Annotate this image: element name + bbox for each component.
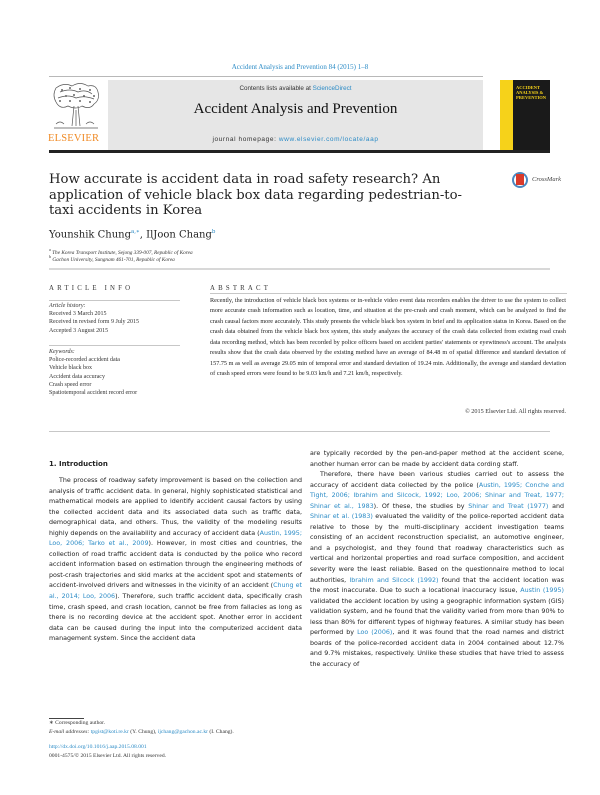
citation-link[interactable]: Chung et al., 2014; Loo, 2006 xyxy=(49,582,302,601)
citation-link[interactable]: Loo (2006) xyxy=(357,629,393,637)
abstract-bottom-rule xyxy=(49,431,550,432)
paragraph-text: validated the accident location by using… xyxy=(310,597,564,637)
article-history: Article history: Received 3 March 2015 R… xyxy=(49,302,189,335)
keywords-label: Keywords: xyxy=(49,349,75,355)
email-label: E-mail addresses: xyxy=(49,728,91,735)
crossmark-button[interactable]: CrossMark xyxy=(512,172,572,192)
homepage-prefix: journal homepage: xyxy=(212,136,279,143)
email-owner: (Y. Chung), xyxy=(128,728,158,735)
citation-link[interactable]: Shinar et al. (1983) xyxy=(310,513,373,521)
body-column-right: are typically recorded by the pen-and-pa… xyxy=(310,449,564,670)
elsevier-tree-logo-icon xyxy=(50,80,102,150)
affiliation: b Gachon University, Sungnam 461-701, Re… xyxy=(49,254,175,263)
doi-block: http://dx.doi.org/10.1016/j.aap.2015.08.… xyxy=(49,743,166,760)
keywords-block: Keywords: Police-recorded accident data … xyxy=(49,348,199,397)
history-label: Article history: xyxy=(49,303,86,309)
citation-link[interactable]: Austin, 1995; Conche and Tight, 2006; Ib… xyxy=(310,481,564,510)
paragraph: The process of roadway safety improvemen… xyxy=(49,476,302,645)
email-link[interactable]: tpgist@koti.re.kr xyxy=(90,728,129,735)
paragraph: are typically recorded by the pen-and-pa… xyxy=(310,450,564,468)
abstract-copyright: © 2015 Elsevier Ltd. All rights reserved… xyxy=(465,408,566,415)
paragraph-text: ). Of these, the studies by xyxy=(373,502,469,510)
contents-line: Contents lists available at ScienceDirec… xyxy=(108,85,483,92)
author-name[interactable]: Younshik Chung xyxy=(49,229,132,241)
history-revised: Received in revised form 9 July 2015 xyxy=(49,319,139,326)
abstract-text: Recently, the introduction of vehicle bl… xyxy=(210,297,566,378)
journal-citation[interactable]: Accident Analysis and Prevention 84 (201… xyxy=(231,63,369,71)
journal-masthead: Contents lists available at ScienceDirec… xyxy=(108,80,483,150)
paragraph-text: found that the accident location was the… xyxy=(310,576,564,595)
affiliation-marker: b xyxy=(49,254,51,259)
paragraph-text: The process of roadway safety improvemen… xyxy=(49,477,302,537)
author-block-rule xyxy=(49,268,550,270)
paragraph-text: Therefore, there have been various studi… xyxy=(310,471,564,489)
header-divider xyxy=(49,76,483,77)
keywords-rule xyxy=(49,345,180,346)
cover-title: Accident Analysis & Prevention xyxy=(516,85,547,100)
affiliation-text: The Korea Transport Institute, Sejong 33… xyxy=(52,249,193,256)
sciencedirect-link[interactable]: ScienceDirect xyxy=(312,85,352,92)
history-accepted: Accepted 3 August 2015 xyxy=(49,327,109,334)
homepage-link[interactable]: www.elsevier.com/locate/aap xyxy=(278,136,379,143)
contents-prefix: Contents lists available at xyxy=(239,85,313,92)
journal-title: Accident Analysis and Prevention xyxy=(193,101,398,117)
crossmark-bookmark-icon xyxy=(516,174,524,185)
citation-link[interactable]: Shinar and Treat (1977) xyxy=(468,502,549,510)
elsevier-wordmark: ELSEVIER xyxy=(48,133,100,144)
abstract-heading: ABSTRACT xyxy=(210,285,272,292)
author-separator: , xyxy=(139,229,147,241)
author-affiliation-marker[interactable]: b xyxy=(211,229,216,235)
affiliation-marker: a xyxy=(49,247,51,252)
paragraph-text: , and it was found that the road names a… xyxy=(310,629,564,668)
doi-link[interactable]: http://dx.doi.org/10.1016/j.aap.2015.08.… xyxy=(49,744,147,750)
affiliation: a The Korea Transport Institute, Sejong … xyxy=(49,247,193,256)
footnote-rule xyxy=(49,718,84,719)
journal-cover-thumbnail: Accident Analysis & Prevention xyxy=(500,80,550,150)
citation-link[interactable]: Ibrahim and Silcock (1992) xyxy=(349,576,439,584)
paragraph-text: ). Therefore, such traffic accident data… xyxy=(49,593,302,643)
email-owner: (I. Chang). xyxy=(208,728,234,735)
author-list: Younshik Chunga,∗, IlJoon Changb xyxy=(49,229,215,240)
keyword: Police-recorded accident data xyxy=(49,357,120,364)
corresponding-author-note: ∗ Corresponding author. xyxy=(49,720,106,726)
email-link[interactable]: ijchang@gachon.ac.kr xyxy=(157,728,209,735)
keyword: Vehicle black box xyxy=(49,365,92,372)
article-info-heading: ARTICLE INFO xyxy=(49,285,134,292)
paragraph-text: ). However, in most cities and countries… xyxy=(49,540,302,590)
abstract-rule xyxy=(210,293,567,294)
citation-link[interactable]: Austin, 1995; Loo, 2006; Tarko et al., 2… xyxy=(49,529,302,548)
author-affiliation-marker[interactable]: a,∗ xyxy=(131,229,140,235)
keyword: Accident data accuracy xyxy=(49,373,105,380)
crossmark-label: CrossMark xyxy=(532,176,562,183)
homepage-line: journal homepage: www.elsevier.com/locat… xyxy=(108,136,483,143)
footnote-corresponding: ∗ Corresponding author. E-mail addresses… xyxy=(49,719,302,736)
email-line: E-mail addresses: tpgist@koti.re.kr (Y. … xyxy=(49,728,302,737)
masthead-rule xyxy=(49,150,550,153)
keyword: Spatiotemporal accident record error xyxy=(49,390,138,397)
author-name[interactable]: IlJoon Chang xyxy=(146,229,212,241)
history-received: Received 3 March 2015 xyxy=(49,311,107,318)
paragraph-text: and xyxy=(548,502,565,510)
article-info-rule xyxy=(49,300,180,301)
issn-copyright: 0001-4575/© 2015 Elsevier Ltd. All right… xyxy=(49,752,167,759)
section-heading-introduction: 1. Introduction xyxy=(49,460,108,468)
body-column-left: The process of roadway safety improvemen… xyxy=(49,476,302,645)
keyword: Crash speed error xyxy=(49,381,92,388)
affiliation-text: Gachon University, Sungnam 461-701, Repu… xyxy=(52,256,175,263)
citation-link[interactable]: Austin (1995) xyxy=(520,587,565,595)
paragraph: Therefore, there have been various studi… xyxy=(310,470,564,670)
paragraph-text: evaluated the validity of the police-rep… xyxy=(310,513,564,584)
cover-yellow-band xyxy=(500,80,513,150)
article-title: How accurate is accident data in road sa… xyxy=(49,172,462,218)
